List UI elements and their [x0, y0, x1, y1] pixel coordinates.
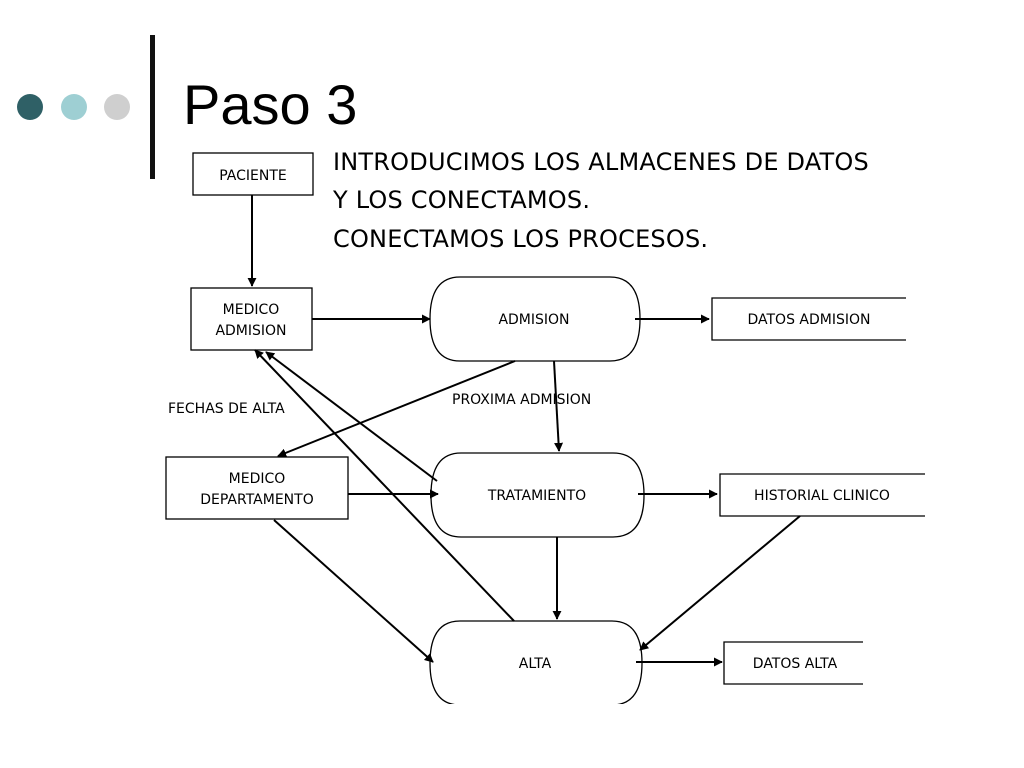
- process-alta: ALTA: [429, 620, 643, 704]
- process-alta-label: ALTA: [519, 656, 552, 672]
- flow-admision-to-tratamiento: [553, 360, 564, 452]
- title-divider: [150, 35, 155, 179]
- process-admision-label: ADMISION: [498, 312, 569, 328]
- entity-medico-departamento: MEDICO DEPARTAMENTO: [165, 456, 349, 520]
- bullet-dot-2: [61, 94, 87, 120]
- process-tratamiento: TRATAMIENTO: [430, 452, 645, 538]
- flow-alta-to-medico-admision: [254, 349, 515, 622]
- store-datos-admision-label: DATOS ADMISION: [747, 312, 870, 328]
- flow-historial-clinico-to-alta: [639, 515, 801, 651]
- flow-label-proxima-admision: PROXIMA ADMISION: [452, 392, 591, 408]
- entity-medico-departamento-label-2: DEPARTAMENTO: [200, 492, 313, 508]
- flow-admision-to-medico-departamento: [277, 360, 516, 458]
- intro-line-1: INTRODUCIMOS LOS ALMACENES DE DATOS: [333, 148, 869, 176]
- store-datos-alta-label: DATOS ALTA: [753, 656, 838, 672]
- flow-medico-departamento-to-alta: [273, 519, 434, 663]
- slide-title: Paso 3: [183, 73, 358, 136]
- intro-line-2: Y LOS CONECTAMOS.: [333, 186, 591, 214]
- process-admision: ADMISION: [429, 276, 641, 362]
- process-tratamiento-label: TRATAMIENTO: [487, 488, 586, 504]
- flow-tratamiento-to-medico-admision: [265, 351, 438, 482]
- bullet-dot-1: [17, 94, 43, 120]
- entity-medico-admision-label-1: MEDICO: [223, 302, 280, 318]
- entity-medico-admision: MEDICO ADMISION: [190, 287, 313, 351]
- entity-medico-admision-label-2: ADMISION: [215, 323, 286, 339]
- store-datos-alta: DATOS ALTA: [723, 641, 863, 685]
- store-datos-admision: DATOS ADMISION: [711, 297, 906, 341]
- entity-paciente: PACIENTE: [192, 152, 314, 196]
- flow-label-fechas-de-alta: FECHAS DE ALTA: [168, 401, 285, 417]
- intro-line-3: CONECTAMOS LOS PROCESOS.: [333, 225, 709, 253]
- entity-paciente-label: PACIENTE: [219, 168, 287, 184]
- store-historial-clinico: HISTORIAL CLINICO: [719, 473, 925, 517]
- store-historial-clinico-label: HISTORIAL CLINICO: [754, 488, 890, 504]
- bullet-dot-3: [104, 94, 130, 120]
- entity-medico-departamento-label-1: MEDICO: [229, 471, 286, 487]
